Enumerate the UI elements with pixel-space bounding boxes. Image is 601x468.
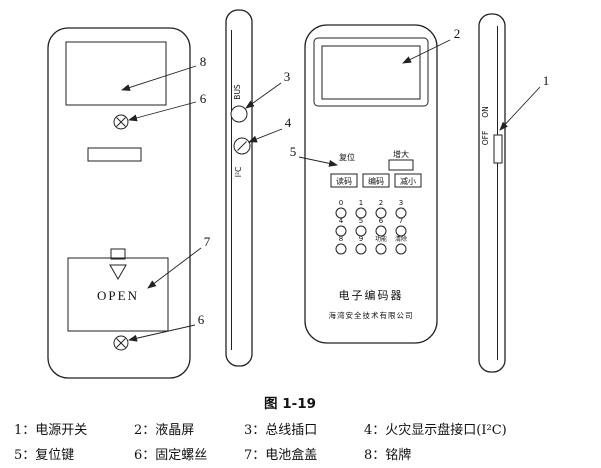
callout-reset-key: 5 (290, 144, 297, 159)
key-6-label: 6 (379, 217, 384, 225)
key-7 (395, 225, 407, 237)
on-label: ON (481, 106, 490, 118)
keypad: 0 1 2 3 4 5 6 7 8 9 功能 清除 (335, 199, 407, 255)
legend-item-nameplate: 8：铭牌 (364, 447, 411, 463)
leader-screw-bottom (128, 324, 196, 342)
leader-bus-socket (245, 82, 282, 109)
lcd-screen (321, 45, 421, 100)
key-clear (395, 243, 407, 255)
figure-caption: 图 1-19 (264, 396, 316, 412)
front-device-body (304, 24, 438, 344)
decrease-key (394, 173, 422, 188)
key-8 (335, 243, 347, 255)
key-1 (355, 207, 367, 219)
read-code-key-label: 读码 (336, 176, 352, 186)
decrease-key-label: 减小 (400, 176, 416, 186)
screw-slot (116, 338, 126, 348)
key-0-label: 0 (339, 199, 343, 207)
right-side-view-device: ON OFF (478, 13, 506, 373)
battery-cover (67, 257, 169, 332)
open-label: OPEN (97, 288, 139, 303)
key-3-label: 3 (399, 199, 403, 207)
write-code-key (362, 173, 390, 188)
bus-socket (230, 105, 248, 123)
leader-reset-key (298, 156, 338, 167)
nameplate (65, 41, 167, 106)
key-5 (355, 225, 367, 237)
key-8-label: 8 (339, 235, 343, 243)
leader-power-switch (499, 86, 541, 131)
callout-i2c-port: 4 (285, 115, 292, 130)
callout-bus-socket: 3 (284, 69, 291, 84)
bus-label: BUS (233, 84, 242, 100)
device-name: 电子编码器 (339, 288, 404, 302)
legend-item-fixing-screws: 6：固定螺丝 (134, 448, 207, 463)
legend-item-reset-key: 5：复位键 (14, 448, 74, 463)
fixing-screw-bottom (113, 335, 129, 351)
legend-item-lcd: 2：液晶屏 (134, 423, 194, 438)
callout-battery-cover: 7 (204, 234, 211, 249)
callout-screw-top: 6 (200, 91, 207, 106)
leader-battery-cover (147, 247, 202, 289)
latch-symbol (110, 248, 126, 260)
callout-lcd: 2 (454, 26, 461, 41)
key-0 (335, 207, 347, 219)
back-device-body (47, 27, 191, 379)
callout-screw-bottom: 6 (198, 312, 205, 327)
legend-item-i2c-port: 4：火灾显示盘接口(I²C) (364, 422, 507, 438)
key-function-label: 功能 (375, 235, 387, 243)
leader-nameplate (121, 65, 197, 91)
key-9-label: 9 (359, 235, 363, 243)
i2c-port-slot (237, 141, 247, 151)
power-switch (493, 134, 503, 164)
legend-item-power-switch: 1：电源开关 (14, 423, 87, 438)
open-direction-symbol (109, 248, 127, 281)
front-view-device: 复位 增大 读码 编码 减小 0 1 2 3 4 5 6 7 (304, 24, 438, 344)
key-4 (335, 225, 347, 237)
side-device-body (225, 9, 253, 367)
off-label: OFF (481, 131, 490, 146)
key-2 (375, 207, 387, 219)
key-9 (355, 243, 367, 255)
increase-key-label: 增大 (393, 149, 409, 159)
callout-power-switch: 1 (543, 73, 550, 88)
right-device-body (478, 13, 506, 373)
key-clear-label: 清除 (395, 235, 407, 243)
read-code-key (330, 173, 358, 188)
key-7-label: 7 (399, 217, 403, 225)
key-4-label: 4 (339, 217, 344, 225)
leader-screw-top (128, 101, 197, 122)
leader-lcd (402, 39, 451, 64)
callouts: 8 6 3 4 5 2 1 7 6 (121, 26, 550, 342)
reset-key-label: 复位 (339, 152, 355, 162)
legend-item-battery-cover: 7：电池盒盖 (244, 447, 317, 463)
back-slot (87, 147, 142, 162)
legend: 1：电源开关 2：液晶屏 3：总线插口 4：火灾显示盘接口(I²C) 5：复位键… (14, 422, 507, 463)
arrow-down-symbol (109, 264, 127, 281)
callout-nameplate: 8 (200, 54, 207, 69)
back-view-device: OPEN (47, 27, 191, 379)
key-6 (375, 225, 387, 237)
side-view-device: BUS I²C (225, 9, 253, 367)
key-3 (395, 207, 407, 219)
increase-key (388, 159, 414, 171)
lcd-screen-frame (313, 37, 429, 107)
i2c-label: I²C (234, 167, 243, 177)
key-2-label: 2 (379, 199, 383, 207)
write-code-key-label: 编码 (368, 176, 384, 186)
fixing-screw-top (113, 114, 129, 130)
key-function (375, 243, 387, 255)
legend-item-bus-socket: 3：总线插口 (244, 423, 317, 438)
leader-i2c-port (248, 128, 283, 143)
key-1-label: 1 (359, 199, 363, 207)
key-5-label: 5 (359, 217, 363, 225)
screw-slot (116, 117, 126, 127)
company-name: 海湾安全技术有限公司 (329, 310, 414, 320)
